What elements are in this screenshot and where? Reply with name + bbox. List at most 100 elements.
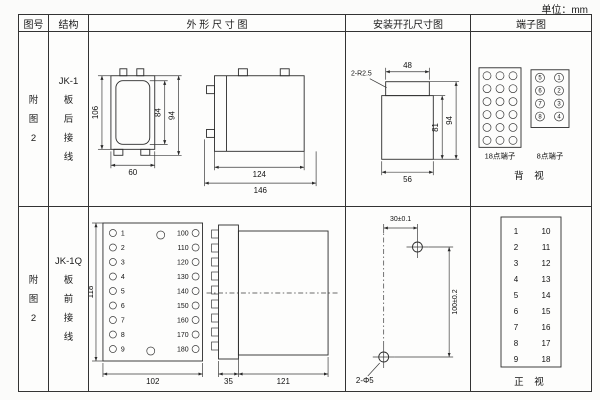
dim-label-84: 84: [154, 108, 163, 117]
term-num: 9: [514, 355, 519, 364]
side-view-dimensions: 124 146: [204, 139, 317, 195]
t8-num: 1: [557, 76, 561, 82]
term-num: 4: [514, 275, 519, 284]
term-num: 10: [542, 227, 551, 236]
header-terminal: 端子图: [471, 15, 591, 32]
term-num: 17: [542, 339, 551, 348]
side-view: [206, 224, 339, 360]
dim-label-124: 124: [253, 170, 267, 179]
front-view: [110, 68, 156, 156]
term-num: 120: [177, 259, 189, 266]
header-fig-no: 图号: [19, 15, 49, 32]
view-label-front: 正 视: [514, 376, 548, 388]
fig-no-row2: 附 图 2: [28, 274, 39, 324]
term-num: 140: [177, 288, 189, 295]
term-num: 11: [542, 243, 551, 252]
unit-label: 单位：mm: [541, 5, 588, 16]
term-num: 3: [514, 259, 519, 268]
term-num: 1: [514, 227, 519, 236]
cutout-dimensions: 2-R2.5 48 81 94 56: [351, 61, 460, 184]
dim-label-146: 146: [254, 186, 268, 195]
dim-label-100: 100±0.2: [452, 289, 459, 314]
fig-no-cell-row1: 附 图 2: [19, 32, 49, 207]
term-num: 15: [542, 307, 551, 316]
dim-label-30: 30±0.1: [390, 216, 411, 223]
t8-num: 4: [557, 115, 561, 121]
term-num: 5: [121, 288, 125, 295]
header-install: 安装开孔尺寸图: [346, 15, 471, 32]
term-num: 6: [514, 307, 519, 316]
term-num: 130: [177, 274, 189, 281]
label-8-point: 8点端子: [537, 150, 564, 160]
term-num: 8: [514, 339, 519, 348]
term-num: 6: [121, 303, 125, 310]
term-num: 180: [177, 346, 189, 353]
dim-label-118: 118: [89, 285, 95, 298]
t8-num: 3: [557, 102, 561, 108]
term-num: 8: [121, 332, 125, 339]
dim-label-94: 94: [168, 111, 177, 120]
dim-label-94b: 94: [445, 115, 454, 124]
terminal-block-8: 5 6 7 8 1 2 3 4: [530, 69, 570, 128]
term-num: 3: [121, 259, 125, 266]
dim-label-35: 35: [224, 377, 233, 386]
term-num: 18: [542, 355, 551, 364]
t8-num: 7: [538, 102, 542, 108]
structure-row2: JK-1Q 板 前 接 线: [55, 255, 82, 343]
terminal-cell-row2: 1 2 3 4 5 6 7 8 9 10 11 12 13 14 15 16 1: [471, 207, 591, 391]
install-drawing-jk1q: 30±0.1 100±0.2 2-Φ5: [356, 216, 459, 385]
terminal-table: 1 2 3 4 5 6 7 8 9 10 11 12 13 14 15 16 1: [500, 216, 562, 368]
view-label-rear: 背 视: [514, 170, 548, 182]
install-cell-row2: 30±0.1 100±0.2 2-Φ5: [346, 207, 471, 391]
terminal-block-18: [478, 67, 522, 148]
term-num: 2: [514, 243, 519, 252]
term-num: 100: [177, 230, 189, 237]
term-num: 110: [178, 245, 189, 252]
terminal-diagram-jk1: 5 6 7 8 1 2 3 4 18点端子 8点端子 背 视: [478, 67, 570, 182]
dim-label-60: 60: [128, 168, 137, 177]
term-num: 7: [121, 317, 125, 324]
header-outline: 外 形 尺 寸 图: [89, 15, 346, 32]
term-num: 14: [542, 291, 551, 300]
term-num: 7: [514, 323, 519, 332]
term-num: 1: [121, 230, 125, 237]
term-num: 160: [177, 317, 189, 324]
term-num: 12: [542, 259, 551, 268]
term-num: 9: [121, 346, 125, 353]
t8-num: 8: [538, 115, 542, 121]
term-num: 170: [177, 332, 189, 339]
t8-num: 2: [557, 89, 561, 95]
front-view-dimensions: 106 84 94 60: [91, 75, 182, 177]
term-num: 5: [514, 291, 519, 300]
drawing-table: 图号 结构 外 形 尺 寸 图 安装开孔尺寸图 端子图 附 图 2 JK-1 板…: [18, 14, 592, 392]
install-cell-row1: 2-R2.5 48 81 94 56: [346, 32, 471, 207]
fig-no-cell-row2: 附 图 2: [19, 207, 49, 391]
terminal-cell-row1: 5 6 7 8 1 2 3 4 18点端子 8点端子 背 视: [471, 32, 591, 207]
terminal-diagram-jk1q: 1 2 3 4 5 6 7 8 9 10 11 12 13 14 15 16 1: [500, 216, 562, 388]
dim-label-102: 102: [146, 377, 160, 386]
structure-cell-row2: JK-1Q 板 前 接 线: [49, 207, 89, 391]
dim-label-56: 56: [403, 175, 412, 184]
term-num: 13: [542, 275, 551, 284]
outline-drawing-jk1: 106 84 94 60: [91, 68, 317, 195]
mounting-holes: [372, 233, 429, 368]
dim-label-121: 121: [277, 377, 291, 386]
dim-label-corner-radius: 2-R2.5: [351, 71, 372, 78]
t8-num: 5: [538, 76, 542, 82]
t8-num: 6: [538, 89, 542, 95]
outline-cell-row2: 1 2 3 4 5 6 7 8 9 100 110 120 130 140 15…: [89, 207, 346, 391]
cutout-shape: [381, 81, 434, 160]
structure-cell-row1: JK-1 板 后 接 线: [49, 32, 89, 207]
front-view-dimensions: 118 102: [89, 222, 203, 386]
dim-label-81: 81: [431, 122, 440, 131]
term-num: 4: [121, 274, 125, 281]
outline-drawing-jk1q: 1 2 3 4 5 6 7 8 9 100 110 120 130 140 15…: [89, 222, 339, 386]
dim-label-106: 106: [91, 105, 100, 119]
term-num: 16: [542, 323, 551, 332]
side-view-dimensions: 35 121: [218, 357, 329, 386]
side-view: [206, 68, 305, 152]
front-view: 1 2 3 4 5 6 7 8 9 100 110 120 130 140 15…: [102, 222, 204, 362]
term-num: 2: [121, 245, 125, 252]
fig-no-row1: 附 图 2: [28, 94, 39, 144]
